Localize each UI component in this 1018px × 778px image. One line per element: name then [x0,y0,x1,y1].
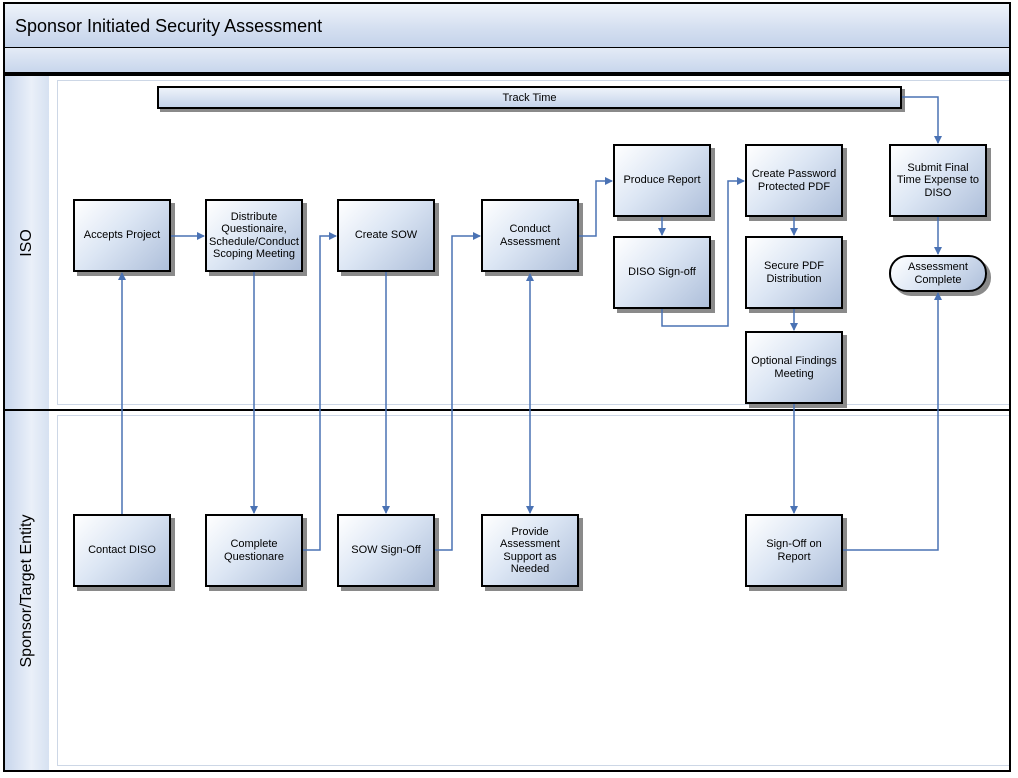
diagram-title-bar: Sponsor Initiated Security Assessment [3,2,1011,49]
process-diso-signoff: DISO Sign-off [613,236,711,309]
process-label: Provide Assessment Support as Needed [500,525,560,576]
process-label: Contact DISO [88,544,156,557]
process-signoff-report: Sign-Off on Report [745,514,843,587]
track-time-label: Track Time [502,91,557,104]
process-secure-pdf: Secure PDF Distribution [745,236,843,309]
lane-header-iso: ISO [3,74,51,411]
process-create-sow: Create SOW [337,199,435,272]
process-label: Submit Final Time Expense to DISO [896,161,980,199]
process-label: Conduct Assessment [500,223,560,248]
lane-header-sponsor: Sponsor/Target Entity [3,409,51,772]
process-submit-final: Submit Final Time Expense to DISO [889,144,987,217]
process-sow-signoff: SOW Sign-Off [337,514,435,587]
lane-label-iso: ISO [18,228,35,257]
process-complete-questionare: Complete Questionare [205,514,303,587]
process-label: Secure PDF Distribution [764,260,824,285]
diagram-title: Sponsor Initiated Security Assessment [15,16,323,36]
process-label: SOW Sign-Off [351,544,421,557]
process-optional-findings: Optional Findings Meeting [745,331,843,404]
process-label: Complete Questionare [224,538,284,563]
process-label: Distribute Questionaire, Schedule/Conduc… [209,210,299,261]
track-time-bar: Track Time [157,86,902,109]
process-label: Sign-Off on Report [766,538,822,563]
process-label: Create SOW [354,229,418,242]
process-label: DISO Sign-off [628,266,696,279]
process-produce-report: Produce Report [613,144,711,217]
process-provide-support: Provide Assessment Support as Needed [481,514,579,587]
process-create-pdf: Create Password Protected PDF [745,144,843,217]
lane-label-sponsor: Sponsor/Target Entity [18,514,35,667]
process-label: Create Password Protected PDF [751,168,837,193]
lane-sponsor [49,409,1011,772]
process-label: Accepts Project [83,229,161,242]
process-label: Produce Report [623,174,701,187]
process-accepts-project: Accepts Project [73,199,171,272]
terminal-label: Assessment Complete [908,261,968,286]
process-contact-diso: Contact DISO [73,514,171,587]
process-label: Optional Findings Meeting [751,355,837,380]
process-conduct-assessment: Conduct Assessment [481,199,579,272]
terminal-assessment-complete: Assessment Complete [889,255,987,292]
process-distribute-questionaire: Distribute Questionaire, Schedule/Conduc… [205,199,303,272]
phase-header-bar [3,48,1011,74]
